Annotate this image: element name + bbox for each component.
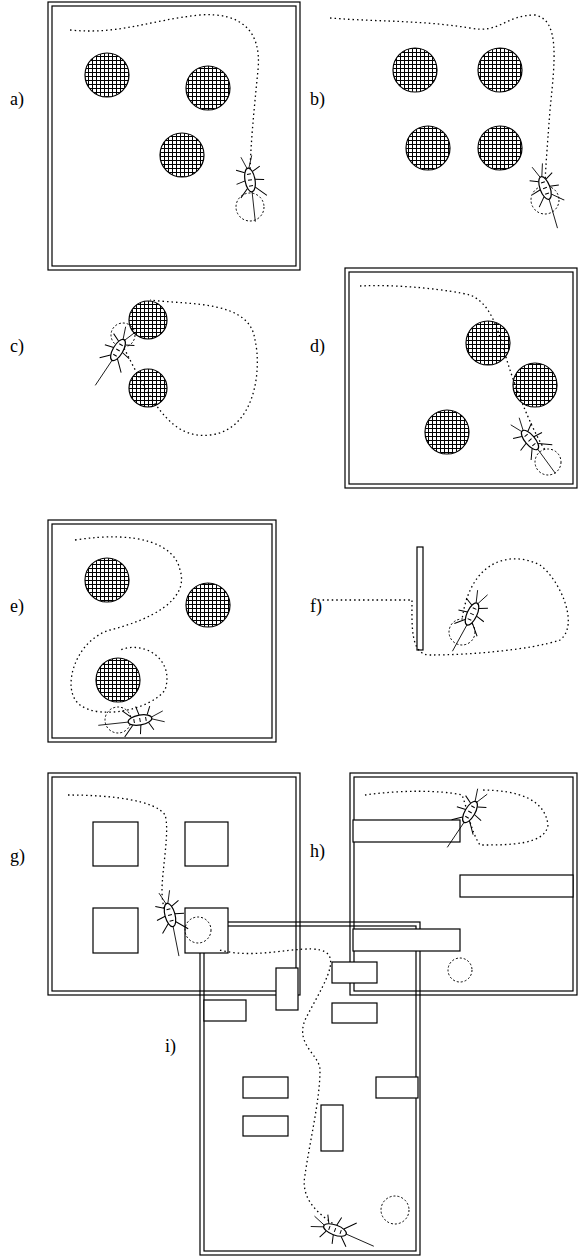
panel-label: f) (310, 597, 322, 615)
panel-label: d) (310, 337, 325, 355)
panel-label: e) (10, 597, 24, 615)
panel-label: g) (10, 847, 25, 865)
panel-label: a) (10, 90, 24, 108)
panel-label: h) (310, 842, 325, 860)
panel-label: i) (165, 1037, 176, 1055)
panel-label: b) (310, 90, 325, 108)
panel-label: c) (10, 337, 24, 355)
